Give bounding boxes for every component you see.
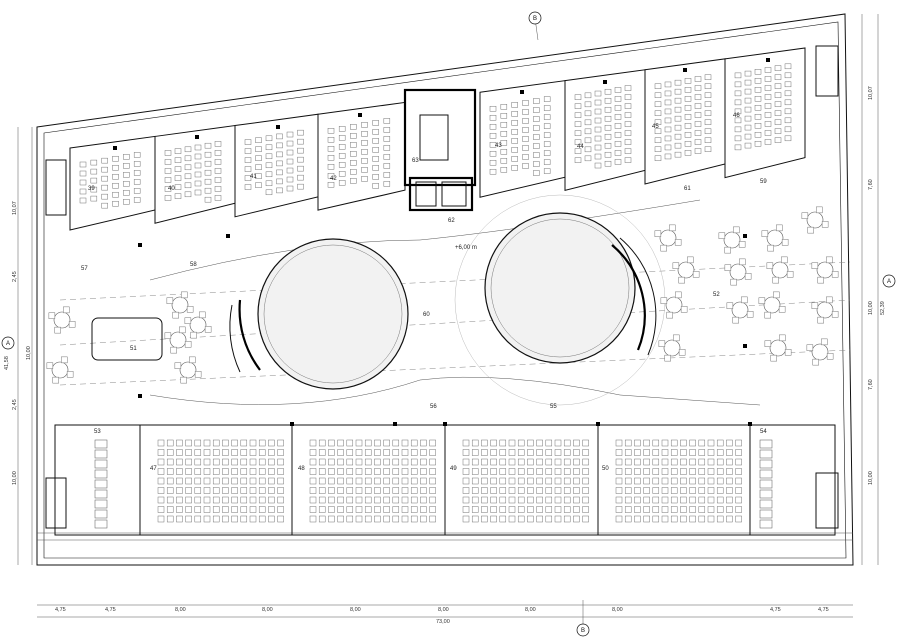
dim-right-2: 7,60 bbox=[868, 179, 874, 190]
room-50: 50 bbox=[602, 466, 609, 472]
room-51: 51 bbox=[130, 346, 137, 352]
room-43: 43 bbox=[495, 143, 502, 149]
lower-lecture-halls bbox=[54, 424, 836, 536]
room-52: 52 bbox=[713, 292, 720, 298]
left-dimensions: 10,07 2,45 10,00 2,45 10,00 41,58 bbox=[4, 201, 32, 485]
dim-bottom-1: 4,75 bbox=[55, 607, 66, 613]
room-39: 39 bbox=[88, 186, 95, 192]
room-54: 54 bbox=[760, 429, 767, 435]
dim-left-3: 10,00 bbox=[26, 346, 32, 360]
dim-bottom-9: 4,75 bbox=[770, 607, 781, 613]
corner-stairs bbox=[45, 45, 839, 529]
dim-bottom-5: 8,00 bbox=[350, 607, 361, 613]
room-53: 53 bbox=[94, 429, 101, 435]
dim-right-3: 10,00 bbox=[868, 301, 874, 315]
room-58: 58 bbox=[190, 262, 197, 268]
upper-classrooms bbox=[69, 47, 806, 231]
dim-right-total: 52,39 bbox=[880, 301, 886, 315]
dim-right-1: 10,07 bbox=[868, 86, 874, 100]
columns bbox=[113, 58, 770, 426]
group-tables bbox=[46, 206, 839, 384]
dim-bottom-3: 8,00 bbox=[175, 607, 186, 613]
room-49: 49 bbox=[450, 466, 457, 472]
dim-bottom-4: 8,00 bbox=[262, 607, 273, 613]
dim-right-4: 7,60 bbox=[868, 379, 874, 390]
room-47: 47 bbox=[150, 466, 157, 472]
dim-left-1: 10,07 bbox=[12, 201, 18, 215]
grid-markers: B B A A bbox=[1, 11, 896, 637]
right-dimensions: 10,07 7,60 10,00 7,60 10,00 52,39 bbox=[868, 86, 886, 485]
room-45: 45 bbox=[652, 124, 659, 130]
dim-bottom-7: 8,00 bbox=[525, 607, 536, 613]
dim-bottom-2: 4,75 bbox=[105, 607, 116, 613]
grid-label-b-top: B bbox=[533, 16, 537, 22]
room-44: 44 bbox=[577, 144, 584, 150]
dim-left-2: 2,45 bbox=[12, 271, 18, 282]
grid-label-a-right: A bbox=[887, 279, 891, 285]
grid-label-a-left: A bbox=[6, 341, 10, 347]
grid-label-b-bottom: B bbox=[581, 628, 585, 634]
room-46: 46 bbox=[733, 113, 740, 119]
room-62: 62 bbox=[448, 218, 455, 224]
room-41: 41 bbox=[250, 174, 257, 180]
dim-bottom-6: 8,00 bbox=[438, 607, 449, 613]
room-60: 60 bbox=[423, 312, 430, 318]
room-labels: 39 40 41 42 43 44 45 46 47 48 49 50 51 5… bbox=[81, 113, 767, 472]
central-stair-core bbox=[403, 88, 477, 212]
room-63: 63 bbox=[412, 158, 419, 164]
dim-bottom-8: 8,00 bbox=[612, 607, 623, 613]
dim-bottom-total: 73,00 bbox=[436, 619, 450, 625]
dim-bottom-10: 4,75 bbox=[818, 607, 829, 613]
dim-left-4: 2,45 bbox=[12, 399, 18, 410]
room-61: 61 bbox=[684, 186, 691, 192]
room-59: 59 bbox=[760, 179, 767, 185]
room-55: 55 bbox=[550, 404, 557, 410]
room-48: 48 bbox=[298, 466, 305, 472]
level-mark: +6,00 m bbox=[455, 245, 477, 251]
dimension-lines bbox=[17, 14, 879, 625]
dim-left-total: 41,58 bbox=[4, 356, 10, 370]
room-57: 57 bbox=[81, 266, 88, 272]
room-42: 42 bbox=[330, 176, 337, 182]
bottom-dimensions: 4,75 4,75 8,00 8,00 8,00 8,00 8,00 8,00 … bbox=[55, 607, 829, 625]
room-40: 40 bbox=[168, 186, 175, 192]
room-56: 56 bbox=[430, 404, 437, 410]
dim-left-5: 10,00 bbox=[12, 471, 18, 485]
dim-right-5: 10,00 bbox=[868, 471, 874, 485]
atrium-voids bbox=[229, 194, 666, 406]
